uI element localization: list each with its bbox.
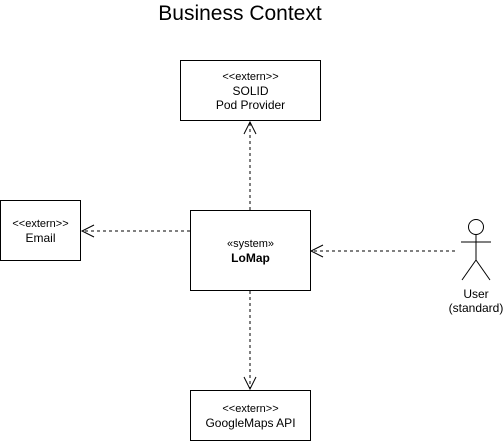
actor-user-label: User (standard) [440,287,503,315]
node-googlemaps-api: <<extern>> GoogleMaps API [190,390,311,441]
actor-name: User [463,287,489,301]
node-name-line1: SOLID [232,83,269,98]
node-name: GoogleMaps API [205,415,296,430]
actor-qualifier: (standard) [448,301,503,315]
arrow-lomap-to-email [80,224,190,238]
node-name: Email [25,230,56,245]
stereotype-label: <<extern>> [222,70,279,83]
arrow-lomap-to-googlemaps [243,291,257,391]
node-solid-pod-provider: <<extern>> SOLID Pod Provider [180,60,321,121]
node-lomap: «system» LoMap [190,210,311,291]
node-name-line2: Pod Provider [215,97,286,112]
stereotype-label: <<extern>> [12,217,69,230]
node-email: <<extern>> Email [0,200,81,261]
arrow-user-to-lomap [309,244,455,258]
stereotype-label: «system» [226,237,275,250]
diagram-title: Business Context [158,2,322,25]
stick-figure-icon [461,219,491,281]
arrow-lomap-to-solid [243,120,257,210]
stereotype-label: <<extern>> [222,402,279,415]
node-name: LoMap [231,250,270,265]
